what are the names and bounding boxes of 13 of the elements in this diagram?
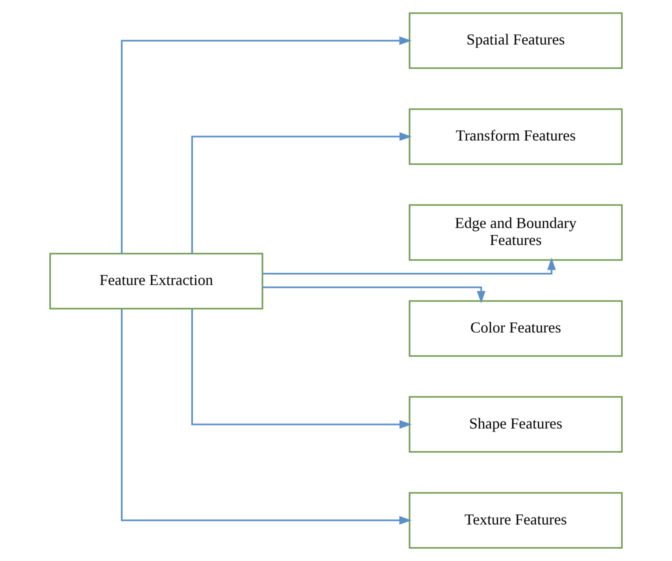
node-box: Color Features — [408, 300, 623, 357]
node-box: Shape Features — [408, 396, 623, 453]
arrow — [191, 308, 412, 429]
node-box: Edge and Boundary Features — [408, 204, 623, 261]
arrow — [120, 309, 412, 525]
node-box: Transform Features — [408, 108, 623, 165]
node-box: Feature Extraction — [49, 252, 264, 310]
arrow — [191, 132, 412, 254]
arrow — [120, 36, 412, 254]
arrow — [262, 258, 556, 275]
node-box: Texture Features — [408, 492, 623, 549]
node-box: Spatial Features — [408, 12, 623, 69]
arrow — [262, 286, 486, 304]
